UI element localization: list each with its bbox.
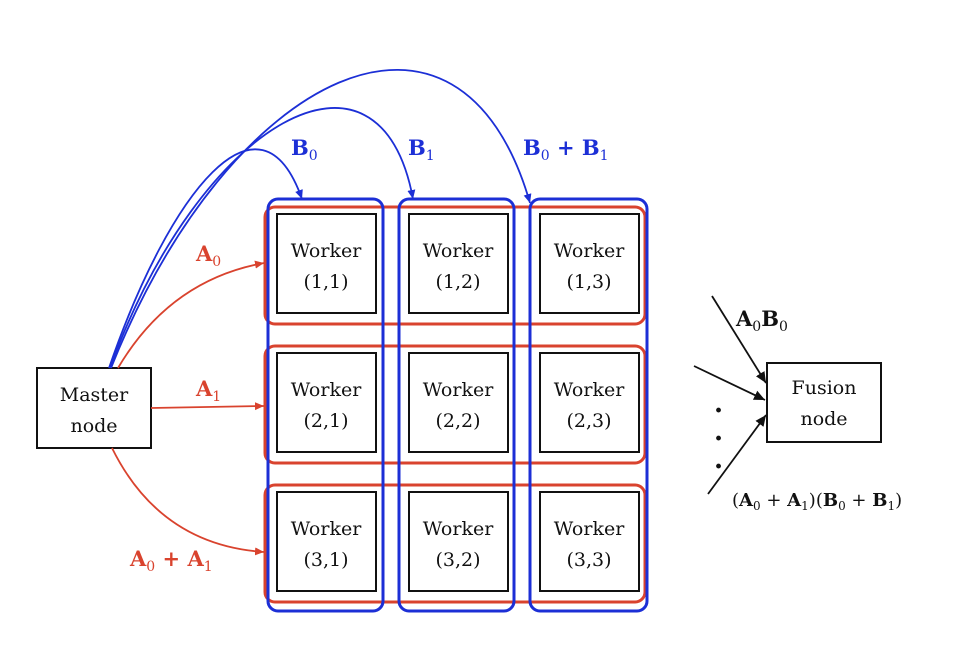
ellipsis-dot-3: . [714,445,723,475]
worker-2-3: Worker (2,3) [539,352,640,453]
worker-3-2: Worker (3,2) [408,491,509,592]
fusion-arrow-top [711,295,767,384]
label-a1: A1 [195,376,221,405]
b-arrows [108,68,532,369]
worker-label: Worker [291,240,363,262]
label-b1: B1 [408,135,435,164]
arrow-b0-plus-b1 [110,68,532,369]
label-a0: A0 [195,241,221,270]
worker-grid: Worker (1,1) Worker (1,2) Worker (1,3) W… [276,213,640,592]
worker-label: Worker [554,518,626,540]
worker-1-3: Worker (1,3) [539,213,640,314]
column-group-1 [266,197,385,613]
row-group-3 [263,483,647,604]
a-arrows [111,260,265,556]
worker-label: Worker [423,240,495,262]
worker-label: Worker [291,518,363,540]
worker-index: (1,2) [435,271,480,293]
label-product-sum: (A0 + A1)(B0 + B1) [732,490,902,513]
worker-index: (1,1) [303,271,348,293]
worker-2-2: Worker (2,2) [408,352,509,453]
worker-index: (2,2) [435,410,480,432]
master-node: Master node [36,367,152,449]
worker-label: Worker [423,518,495,540]
ellipsis-dot-1: . [714,389,723,419]
worker-index: (1,3) [566,271,611,293]
worker-1-1: Worker (1,1) [276,213,377,314]
master-node-label-line2: node [70,415,117,437]
worker-label: Worker [291,379,363,401]
fusion-node-label-line1: Fusion [792,377,857,399]
column-group-2 [397,197,516,613]
worker-3-3: Worker (3,3) [539,491,640,592]
label-a0-b0: A0B0 [735,306,788,335]
fusion-input-arrows [693,295,767,495]
ellipsis-dot-2: . [714,417,723,447]
worker-1-2: Worker (1,2) [408,213,509,314]
worker-label: Worker [554,379,626,401]
fusion-arrow-bottom [707,414,767,495]
fusion-arrow-middle [693,365,766,401]
worker-label: Worker [554,240,626,262]
arrow-a0-plus-a1 [111,447,265,556]
worker-index: (3,1) [303,549,348,571]
master-node-label-line1: Master [60,384,129,406]
arrow-a1 [150,402,265,411]
arrow-b0 [108,148,303,369]
worker-index: (3,3) [566,549,611,571]
arrow-a0 [117,260,265,369]
row-group-1 [263,205,647,326]
label-a0-plus-a1: A0 + A1 [129,546,213,575]
worker-2-1: Worker (2,1) [276,352,377,453]
arrow-b1 [109,107,416,369]
worker-index: (2,3) [566,410,611,432]
worker-index: (2,1) [303,410,348,432]
label-b0-plus-b1: B0 + B1 [523,135,609,164]
worker-3-1: Worker (3,1) [276,491,377,592]
row-groups [263,205,647,604]
fusion-node: Fusion node [766,362,882,443]
row-group-2 [263,344,647,465]
column-groups [266,197,649,613]
worker-index: (3,2) [435,549,480,571]
column-group-3 [528,197,649,613]
label-b0: B0 [291,135,318,164]
worker-label: Worker [423,379,495,401]
fusion-node-label-line2: node [800,408,847,430]
